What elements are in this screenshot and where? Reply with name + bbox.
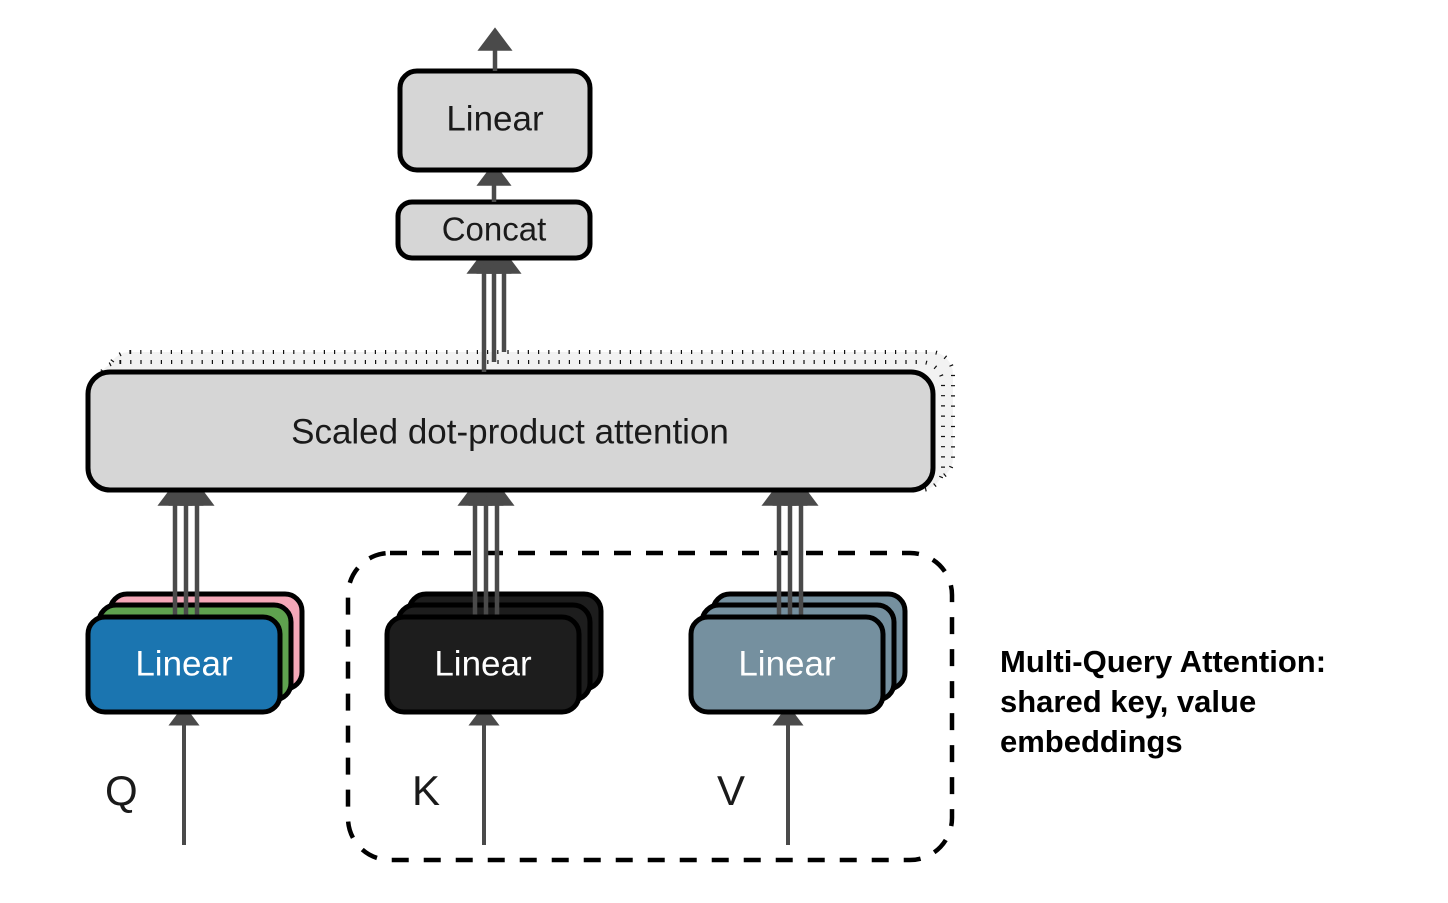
shared-kv-group-boundary: [345, 550, 955, 863]
q-linear-box[interactable]: [85, 614, 283, 715]
concat-label: Concat: [442, 211, 547, 248]
attention-box[interactable]: [85, 369, 936, 493]
annotation-line-3: embeddings: [1000, 724, 1183, 759]
k-linear-box[interactable]: [384, 614, 582, 715]
q-linear-node[interactable]: Linear: [85, 614, 283, 715]
output-linear-node[interactable]: Linear: [397, 68, 593, 173]
v-linear-node[interactable]: Linear: [688, 614, 886, 715]
q-linear-label: Linear: [135, 644, 233, 683]
v-linear-box[interactable]: [688, 614, 886, 715]
k-linear-node[interactable]: Linear: [384, 614, 582, 715]
attention-label: Scaled dot-product attention: [291, 412, 729, 451]
v-linear-label: Linear: [738, 644, 836, 683]
q-input-label: Q: [105, 767, 138, 814]
k-input-label: K: [412, 767, 440, 814]
annotation-line-2: shared key, value: [1000, 684, 1256, 719]
concat-node[interactable]: Concat: [395, 199, 593, 261]
v-input-label: V: [717, 767, 745, 814]
k-linear-label: Linear: [434, 644, 532, 683]
annotation-line-1: Multi-Query Attention:: [1000, 644, 1326, 679]
output-linear-label: Linear: [446, 99, 544, 138]
attention-node[interactable]: Scaled dot-product attention: [85, 369, 936, 493]
